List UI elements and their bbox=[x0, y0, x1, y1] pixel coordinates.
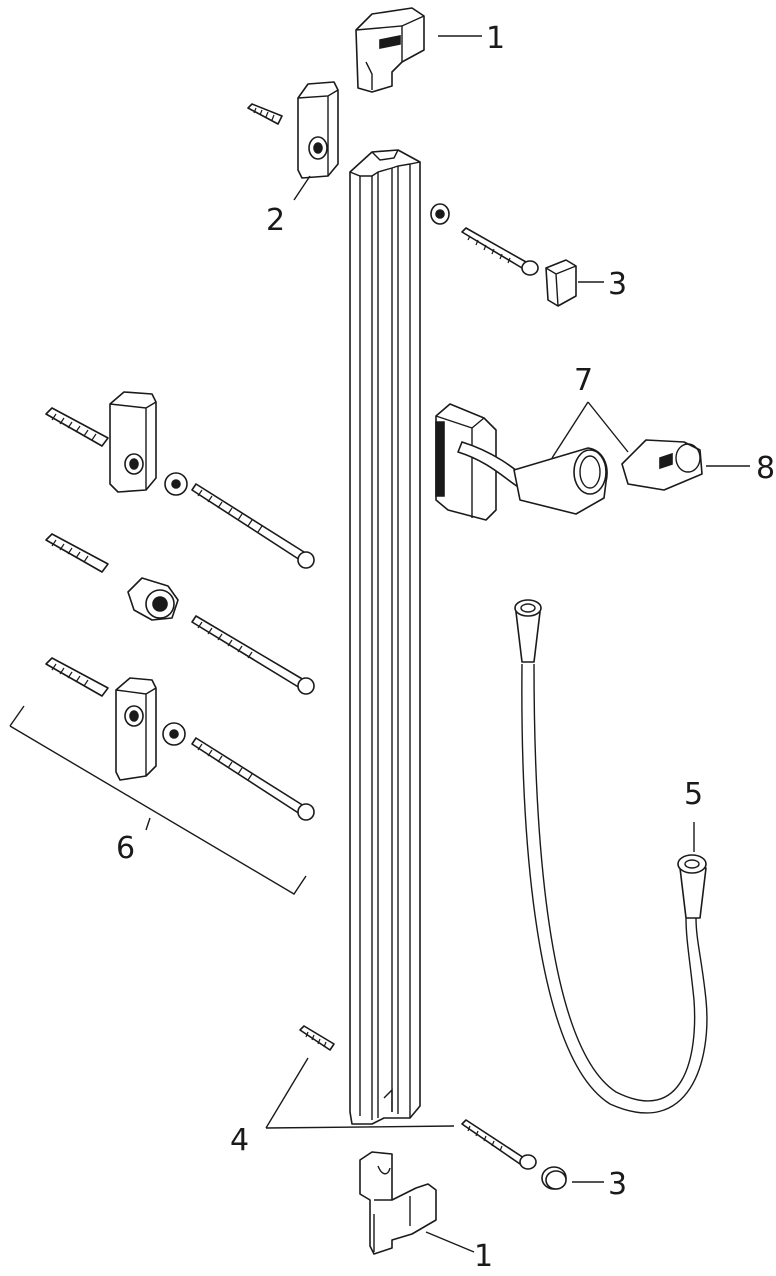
label-part-8: 8 bbox=[756, 451, 775, 486]
shower-hose bbox=[514, 599, 708, 1114]
leader-lines bbox=[9, 35, 750, 1253]
label-part-5: 5 bbox=[684, 777, 703, 812]
dowel-pin-upper bbox=[247, 103, 283, 125]
screw-2 bbox=[191, 615, 315, 695]
wall-bracket-upper bbox=[297, 81, 339, 179]
dowel-pin-lower bbox=[299, 1025, 335, 1051]
spacer-sleeve bbox=[127, 577, 179, 621]
wall-bracket-2 bbox=[115, 677, 157, 781]
label-part-6: 6 bbox=[116, 831, 135, 866]
cover-cap-lower bbox=[541, 1166, 567, 1190]
callout-labels: 1 2 3 7 8 5 6 4 3 1 bbox=[116, 21, 775, 1274]
screw-3 bbox=[191, 737, 315, 821]
screw-1 bbox=[191, 483, 315, 569]
label-part-3-top: 3 bbox=[608, 267, 627, 302]
label-part-1-top: 1 bbox=[486, 21, 505, 56]
washer-1 bbox=[164, 472, 188, 496]
cover-cap-upper bbox=[545, 259, 577, 307]
wall-plug-2 bbox=[45, 533, 109, 573]
wall-plug-3 bbox=[45, 657, 109, 697]
label-part-2: 2 bbox=[266, 203, 285, 238]
end-bracket-bottom bbox=[359, 1151, 437, 1255]
hand-shower-holder-insert bbox=[621, 439, 703, 491]
slide-rail bbox=[349, 149, 421, 1125]
label-part-7: 7 bbox=[574, 363, 593, 398]
screw-upper-right bbox=[430, 203, 539, 276]
wall-bracket-1 bbox=[109, 391, 157, 493]
end-bracket-top bbox=[355, 7, 425, 93]
slider-with-hand-shower-holder bbox=[435, 403, 608, 521]
label-part-4: 4 bbox=[230, 1123, 249, 1158]
label-part-1-bottom: 1 bbox=[474, 1239, 493, 1274]
label-part-3-bottom: 3 bbox=[608, 1167, 627, 1202]
screw-lower bbox=[461, 1119, 537, 1170]
washer-2 bbox=[162, 722, 186, 746]
wall-plug-1 bbox=[45, 407, 109, 447]
